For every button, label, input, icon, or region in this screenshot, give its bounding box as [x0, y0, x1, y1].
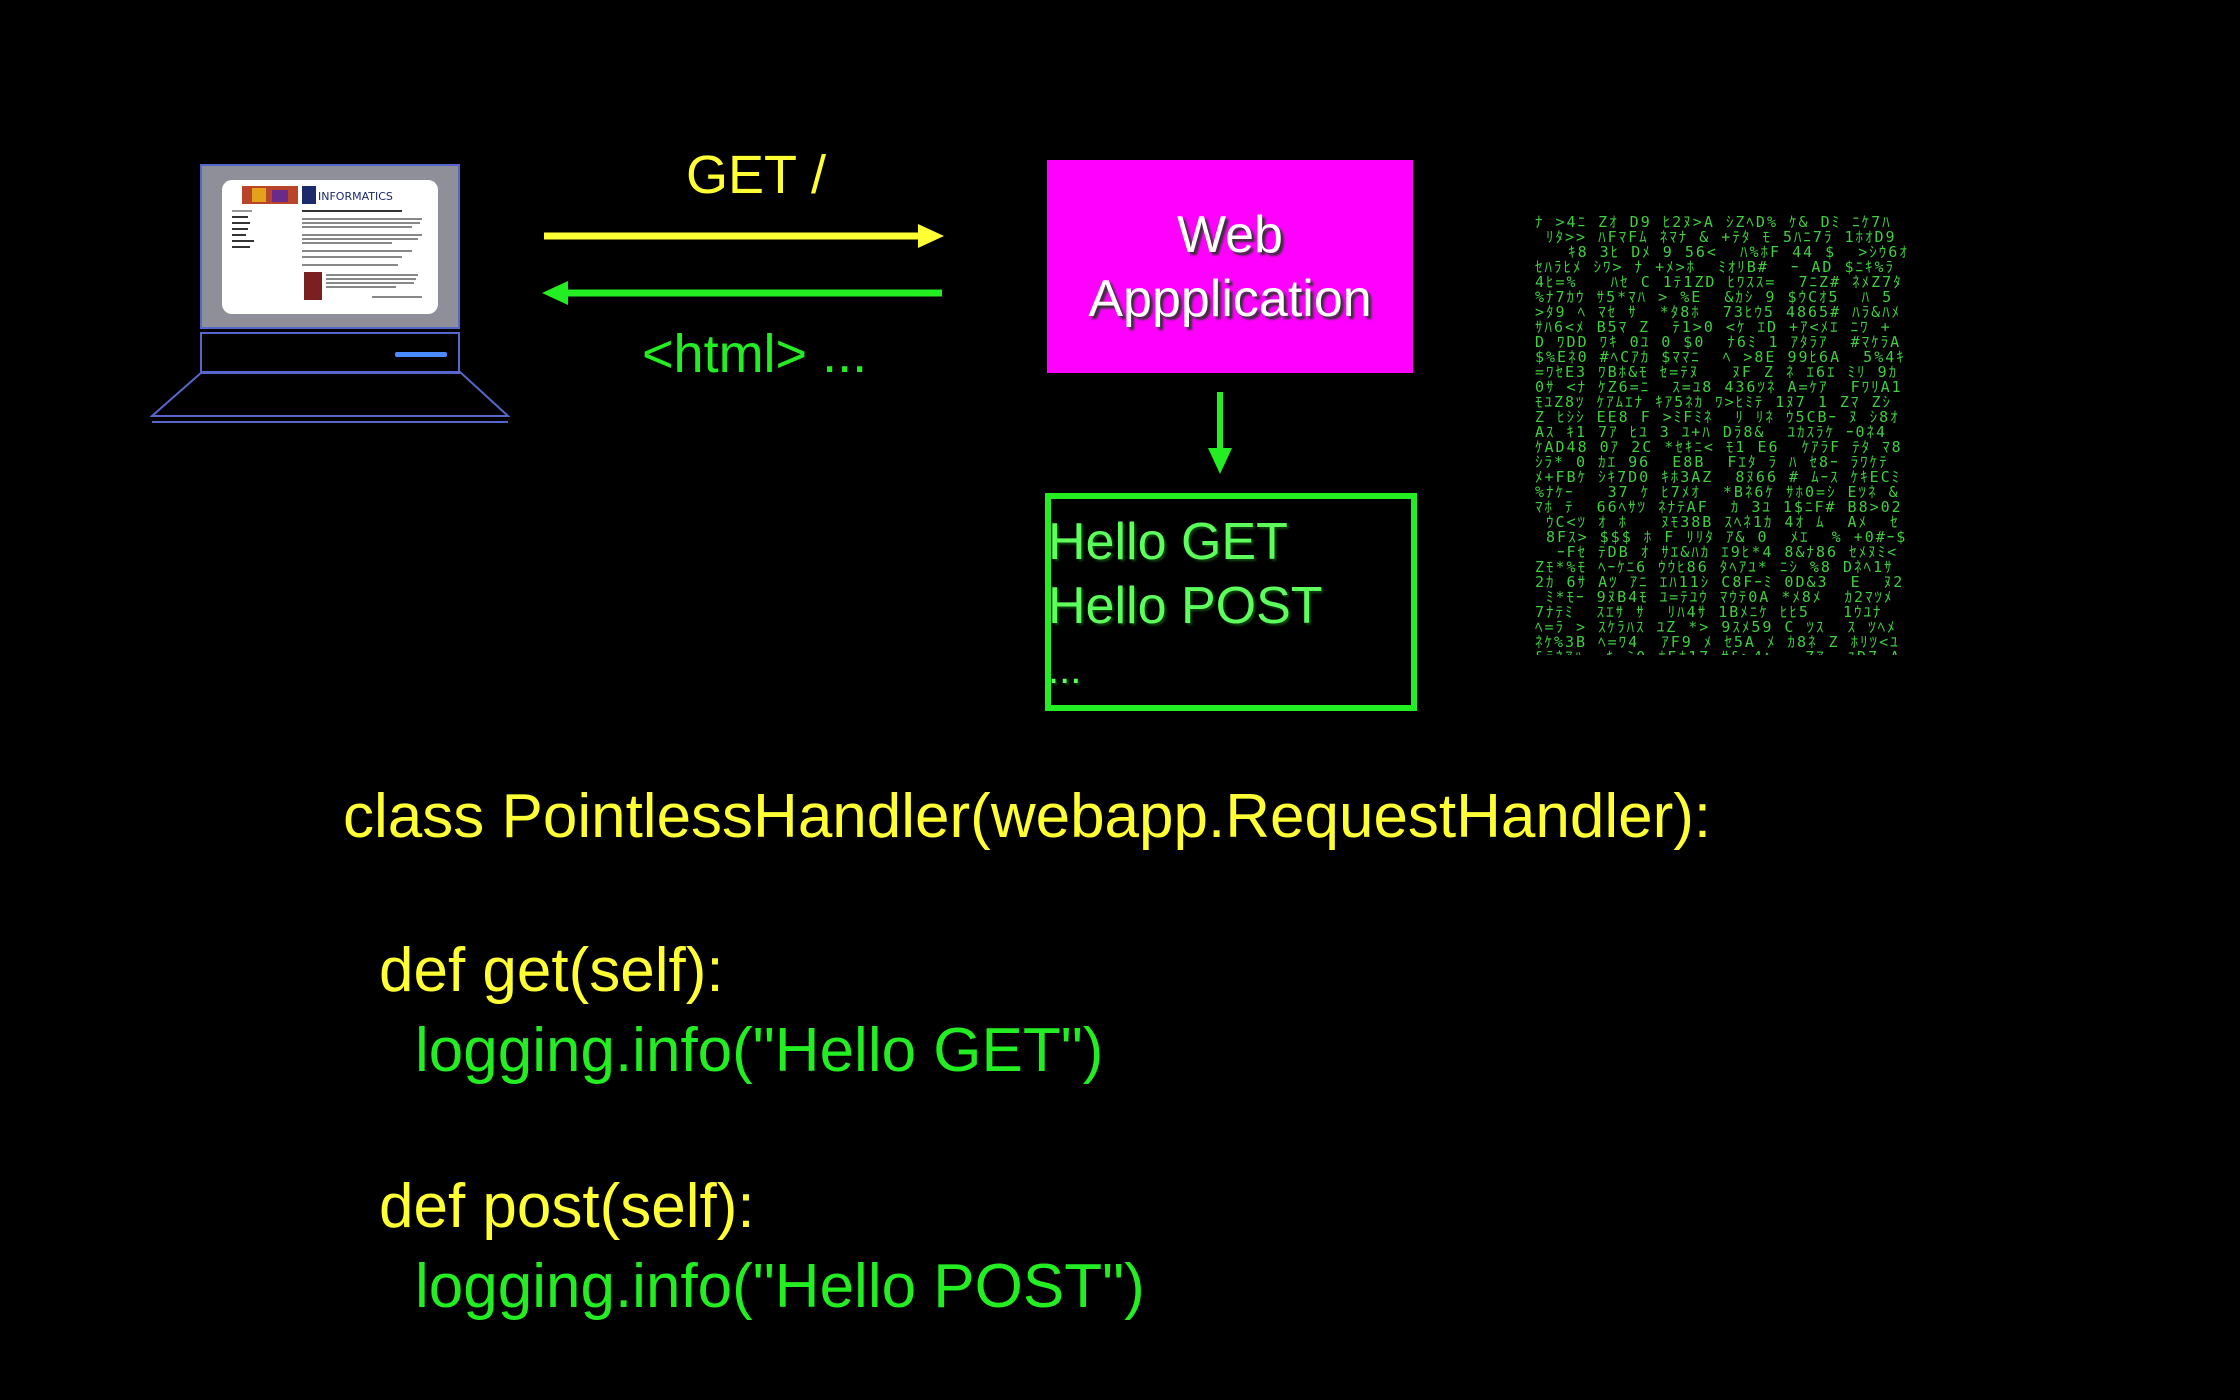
laptop-web-page-thumbnail: INFORMATICS — [222, 180, 438, 314]
code-def-post-line: def post(self): — [379, 1172, 755, 1241]
response-arrow-head — [542, 281, 568, 305]
code-log-get-line: logging.info("Hello GET") — [415, 1016, 1104, 1085]
web-application-label: Web Appplication — [1088, 205, 1372, 328]
code-def-get-line: def get(self): — [379, 936, 724, 1005]
log-arrow-head — [1208, 448, 1232, 474]
matrix-rain-glyphs: ﾅ >4ﾆ Zｵ D9 ﾋ2ﾇ>A ｼZﾍD% ｹ& Dﾐ ﾆｹ7ﾊ ﾘﾀ>> … — [1535, 215, 1909, 655]
laptop-keyboard-tray — [150, 371, 511, 423]
log-output-box — [1045, 493, 1417, 711]
log-arrow — [1208, 392, 1232, 474]
code-log-post-line: logging.info("Hello POST") — [415, 1252, 1145, 1321]
laptop-brand: INFORMATICS — [318, 190, 393, 203]
log-line-ellipsis: ... — [1048, 648, 1082, 692]
log-line-get: Hello GET — [1048, 513, 1288, 571]
web-application-box: Web Appplication — [1047, 160, 1413, 373]
log-line-post: Hello POST — [1048, 577, 1323, 635]
matrix-code-rain-image: ﾅ >4ﾆ Zｵ D9 ﾋ2ﾇ>A ｼZﾍD% ｹ& Dﾐ ﾆｹ7ﾊ ﾘﾀ>> … — [1535, 215, 2140, 655]
http-arrows — [542, 224, 944, 305]
web-page-thumbnail-icon: INFORMATICS — [232, 186, 422, 300]
laptop-indicator-bar — [395, 352, 447, 357]
request-arrow-head — [918, 224, 944, 248]
response-label: <html> ... — [642, 324, 868, 384]
code-class-line: class PointlessHandler(webapp.RequestHan… — [343, 782, 1712, 851]
request-label: GET / — [686, 145, 827, 205]
